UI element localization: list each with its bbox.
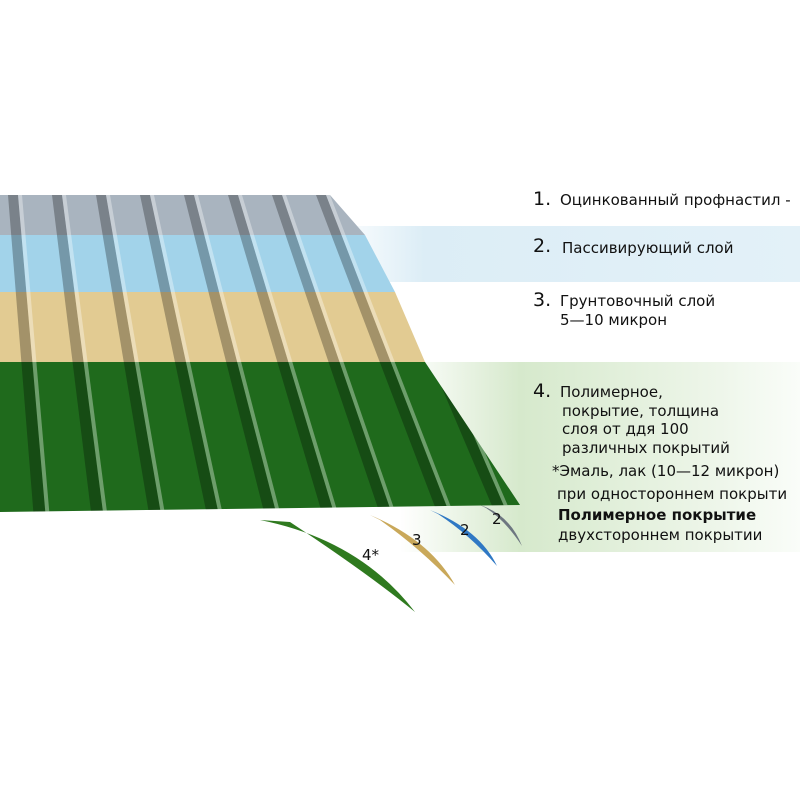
sheet-rib	[272, 195, 394, 512]
flap-polymer	[260, 520, 415, 612]
note-one-sided: при одностороннем покрыти	[557, 485, 788, 503]
layer-polymer	[0, 362, 520, 512]
sheet-rib	[228, 195, 336, 512]
layer-3-label-1: Грунтовочный слой	[560, 292, 716, 310]
layer-passive	[0, 235, 520, 292]
sheet-rib-highlight	[106, 195, 166, 512]
flap-label-4: 4*	[362, 546, 380, 564]
layer-4-label-4: различных покрытий	[562, 439, 730, 457]
note-two-sided: двухстороннем покрытии	[558, 526, 763, 544]
sheet-rib-highlight	[62, 195, 108, 512]
layer-2-highlight-band	[330, 226, 800, 282]
layer-2-label: Пассивирующий слой	[562, 239, 734, 257]
layer-4-label-1: Полимерное,	[560, 383, 663, 401]
sheet-rib	[52, 195, 104, 512]
layer-3-label-2: 5—10 микрон	[560, 311, 668, 329]
sheet-rib-highlight	[150, 195, 224, 512]
note-polymer-bold: Полимерное покрытие	[558, 506, 757, 524]
sheet-rib	[8, 195, 46, 512]
layer-4-label-3: слоя от ддя 100	[562, 420, 689, 438]
layer-4-label-2: покрытие, толщина	[562, 402, 720, 420]
layer-1-label: Оцинкованный профнастил -	[560, 191, 791, 209]
flap-primer	[370, 515, 455, 585]
sheet-rib-highlight	[194, 195, 282, 512]
sheet-rib	[316, 195, 452, 512]
sheet-rib	[184, 195, 278, 512]
layer-1-number: 1.	[533, 188, 552, 210]
sheet-rib	[96, 195, 162, 512]
sheet-rib-highlight	[238, 195, 340, 512]
layer-2-number: 2.	[533, 235, 552, 257]
sheet-rib-highlight	[326, 195, 456, 512]
sheet-rib	[140, 195, 220, 512]
sheet-rib-highlight	[18, 195, 50, 512]
note-enamel: *Эмаль, лак (10—12 микрон)	[552, 462, 780, 480]
layer-3-number: 3.	[533, 289, 552, 311]
flap-label-3: 3	[412, 531, 422, 549]
flap-label-2b: 2	[492, 510, 502, 528]
flap-label-2a: 2	[460, 521, 470, 539]
sheet-ribs	[8, 195, 514, 512]
layer-4-number: 4.	[533, 380, 552, 402]
sheet-rib-highlight	[282, 195, 398, 512]
